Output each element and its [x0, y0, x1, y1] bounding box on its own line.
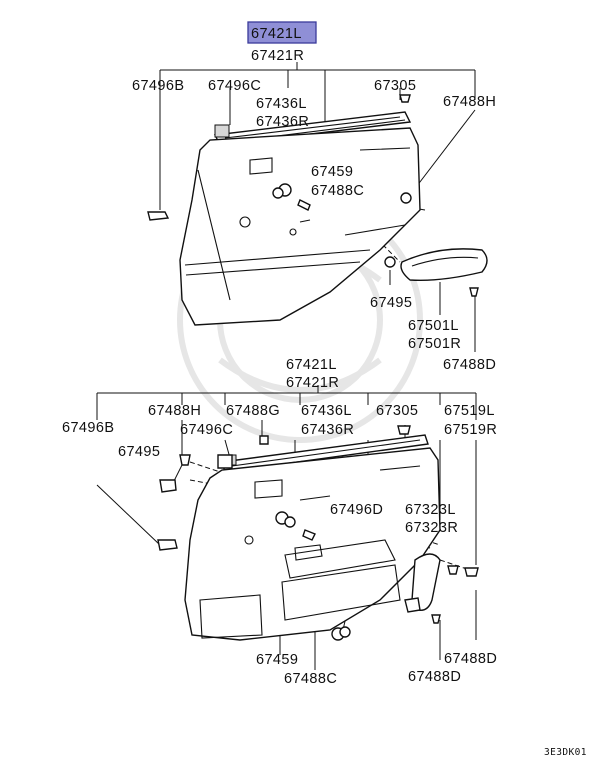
label-67488d-bottom-left: 67488D [408, 669, 461, 685]
label-67436r-bottom: 67436R [301, 422, 354, 438]
label-67459-top: 67459 [311, 164, 353, 180]
label-67459-bottom: 67459 [256, 652, 298, 668]
label-67488c-top: 67488C [311, 183, 364, 199]
label-67421l-bottom: 67421L [286, 357, 337, 373]
label-67519l-bottom: 67519L [444, 403, 495, 419]
label-67488h-bottom: 67488H [148, 403, 201, 419]
label-67496b-bottom: 67496B [62, 420, 114, 436]
label-67488d-top: 67488D [443, 357, 496, 373]
label-67436r-top: 67436R [256, 114, 309, 130]
label-67305-bottom: 67305 [376, 403, 418, 419]
label-67495-bottom: 67495 [118, 444, 160, 460]
label-67519r-bottom: 67519R [444, 422, 497, 438]
label-67495-top: 67495 [370, 295, 412, 311]
label-67421r-bottom: 67421R [286, 375, 339, 391]
label-67436l-top: 67436L [256, 96, 307, 112]
highlighted-part-box [247, 21, 317, 44]
figure-code: 3E3DK01 [544, 747, 587, 758]
label-67496c-top: 67496C [208, 78, 261, 94]
label-67421r-main: 67421R [251, 48, 304, 64]
top-part-labels: 67421L 67421R 67496B 67496C 67436L 67436… [132, 21, 496, 373]
label-67323r-bottom: 67323R [405, 520, 458, 536]
label-67488d-bottom-right: 67488D [444, 651, 497, 667]
label-67421l-main: 67421L [251, 26, 302, 42]
label-67305-top: 67305 [374, 78, 416, 94]
bottom-part-labels: 67421L 67421R 67496B 67488H 67488G 67436… [62, 357, 497, 687]
label-67496c-bottom: 67496C [180, 422, 233, 438]
label-67501l-top: 67501L [408, 318, 459, 334]
top-door-trim-assembly [147, 62, 488, 352]
label-67436l-bottom: 67436L [301, 403, 352, 419]
label-67488g-bottom: 67488G [226, 403, 280, 419]
label-67501r-top: 67501R [408, 336, 461, 352]
label-67488h-top: 67488H [443, 94, 496, 110]
bottom-door-trim-assembly [96, 385, 479, 670]
label-67496b-top: 67496B [132, 78, 184, 94]
label-67488c-bottom: 67488C [284, 671, 337, 687]
label-67496d-bottom: 67496D [330, 502, 383, 518]
label-67323l-bottom: 67323L [405, 502, 456, 518]
